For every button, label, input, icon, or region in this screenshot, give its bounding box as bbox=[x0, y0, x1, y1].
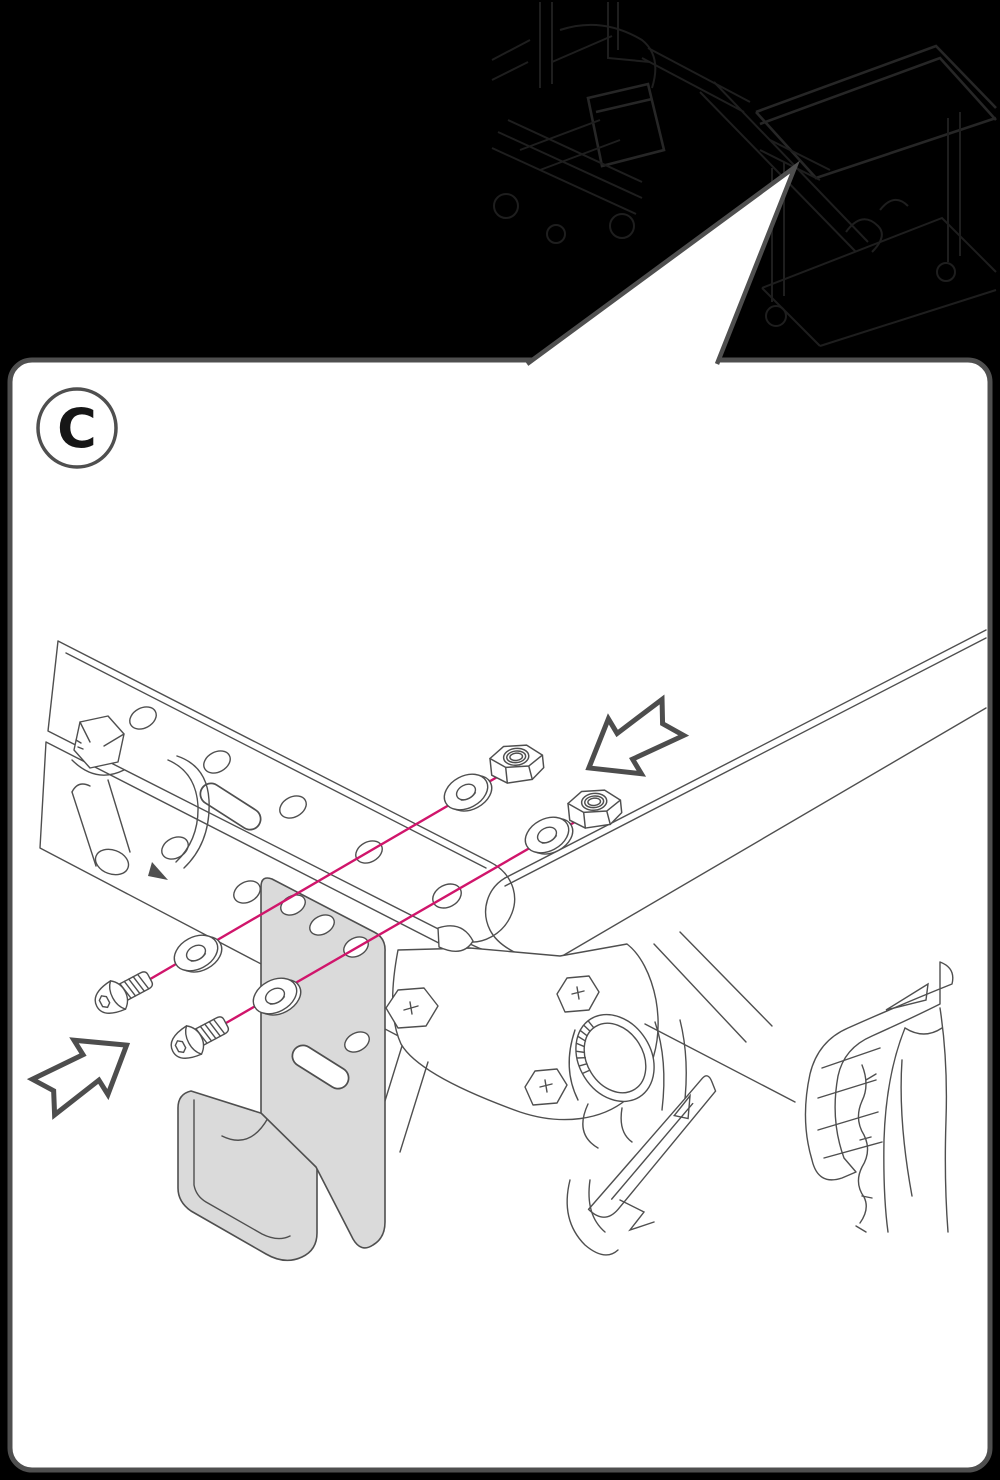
pedal-crank-left bbox=[566, 1019, 796, 1256]
step-label: C bbox=[57, 397, 97, 460]
upper-perforated-beam bbox=[47, 640, 516, 943]
frame-joint bbox=[374, 925, 659, 1153]
threaded-tube-opening bbox=[575, 1013, 655, 1103]
joint-tip bbox=[437, 925, 474, 953]
j-hook-bracket bbox=[177, 877, 386, 1262]
hex-bolt-left bbox=[385, 987, 439, 1029]
pedal-crank-right bbox=[653, 931, 954, 1233]
exploded-diagram bbox=[27, 629, 987, 1262]
step-badge: C bbox=[36, 387, 118, 469]
hex-bolt-top bbox=[556, 975, 600, 1013]
left-axle-bolt bbox=[71, 715, 210, 880]
hex-bolt-bottom bbox=[524, 1068, 568, 1106]
overview-sketch bbox=[491, 2, 997, 347]
